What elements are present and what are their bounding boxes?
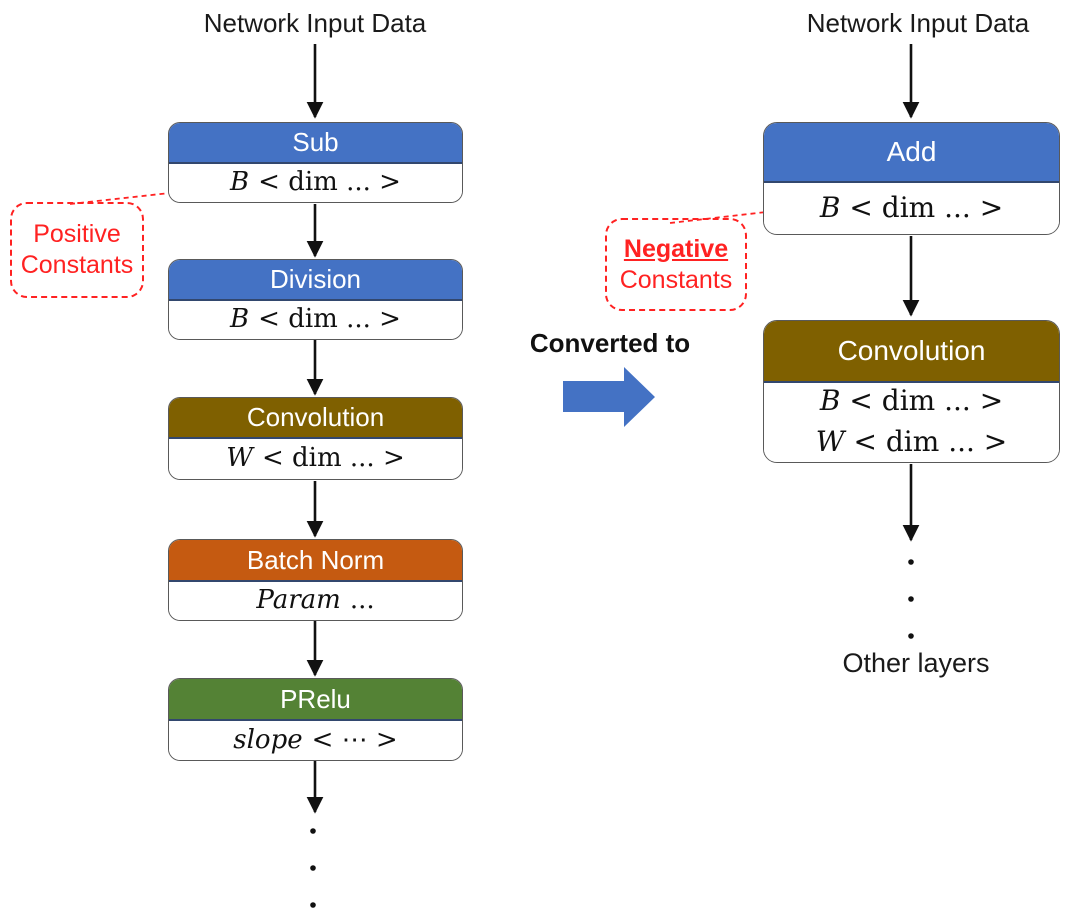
node-sub-body: B < dim ... >	[169, 164, 462, 202]
param-var: B	[230, 167, 250, 198]
node-convolution-left-header: Convolution	[169, 398, 462, 439]
callout-line: Positive	[33, 220, 121, 248]
param-dims: < dim ... >	[853, 425, 1008, 458]
network-input-label-right: Network Input Data	[806, 8, 1030, 38]
param-dims: < ⋯ >	[311, 724, 398, 755]
ellipsis-dot	[310, 828, 316, 834]
node-convolution-right-header: Convolution	[764, 321, 1059, 383]
node-division-body: B < dim ... >	[169, 301, 462, 339]
node-division-header: Division	[169, 260, 462, 301]
callout-negative-constants: Negative Constants	[605, 218, 747, 311]
param-var: B	[230, 304, 250, 335]
param-var: B	[819, 384, 841, 418]
param-line: B< dim ... >	[764, 381, 1059, 422]
ellipsis-dot	[908, 596, 914, 602]
callout-line: Negative	[623, 234, 729, 263]
param-dims: < dim ... >	[258, 304, 401, 335]
other-layers-label: Other layers	[842, 648, 990, 678]
node-batchnorm-body: Param...	[169, 582, 462, 620]
param-line: W < dim ... >	[169, 440, 462, 478]
param-line: B < dim ... >	[169, 301, 462, 339]
node-add: Add B< dim ... >	[763, 122, 1060, 235]
network-input-label-left: Network Input Data	[203, 8, 427, 38]
param-dims: ...	[349, 585, 375, 616]
node-prelu: PRelu slope < ⋯ >	[168, 678, 463, 761]
ellipsis-dot	[310, 865, 316, 871]
node-title: Batch Norm	[246, 544, 385, 575]
callout-positive-constants: Positive Constants	[10, 202, 144, 298]
node-title: Convolution	[246, 402, 385, 432]
param-dims: < dim ... >	[258, 167, 401, 198]
node-sub-header: Sub	[169, 123, 462, 164]
node-add-header: Add	[764, 123, 1059, 183]
node-title: Convolution	[837, 335, 986, 366]
node-title: PRelu	[280, 683, 351, 714]
param-line: B< dim ... >	[764, 188, 1059, 229]
param-var: slope	[233, 724, 303, 755]
node-prelu-body: slope < ⋯ >	[169, 721, 462, 760]
param-dims: < dim ... >	[849, 190, 1004, 224]
converted-to-label: Converted to	[529, 328, 691, 358]
callout-arrow-icon	[69, 183, 208, 205]
ellipsis-dot	[908, 559, 914, 565]
ellipsis-dot	[908, 633, 914, 639]
node-title: Sub	[292, 127, 339, 157]
param-line: W< dim ... >	[764, 422, 1059, 462]
node-convolution-right-body: B< dim ... > W< dim ... >	[764, 383, 1059, 461]
node-convolution-left: Convolution W < dim ... >	[168, 397, 463, 480]
callout-line: Constants	[619, 265, 733, 294]
param-var: W	[815, 425, 845, 458]
node-convolution-right: Convolution B< dim ... > W< dim ... >	[763, 320, 1060, 463]
node-title: Add	[886, 136, 937, 167]
param-var: W	[226, 443, 253, 474]
param-var: B	[819, 190, 841, 224]
node-division: Division B < dim ... >	[168, 259, 463, 340]
node-title: Division	[269, 264, 362, 294]
param-var: Param	[256, 585, 341, 616]
param-line: Param...	[169, 582, 462, 620]
param-line: slope < ⋯ >	[169, 722, 462, 760]
callout-line: Constants	[20, 251, 134, 279]
node-convolution-left-body: W < dim ... >	[169, 439, 462, 479]
ellipsis-dot	[310, 902, 316, 908]
node-batchnorm: Batch Norm Param...	[168, 539, 463, 621]
param-line: B < dim ... >	[169, 164, 462, 202]
node-sub: Sub B < dim ... >	[168, 122, 463, 203]
node-prelu-header: PRelu	[169, 679, 462, 721]
param-dims: < dim ... >	[261, 443, 405, 474]
block-arrow-icon	[563, 367, 655, 427]
node-batchnorm-header: Batch Norm	[169, 540, 462, 582]
node-add-body: B< dim ... >	[764, 183, 1059, 233]
param-dims: < dim ... >	[849, 384, 1004, 418]
